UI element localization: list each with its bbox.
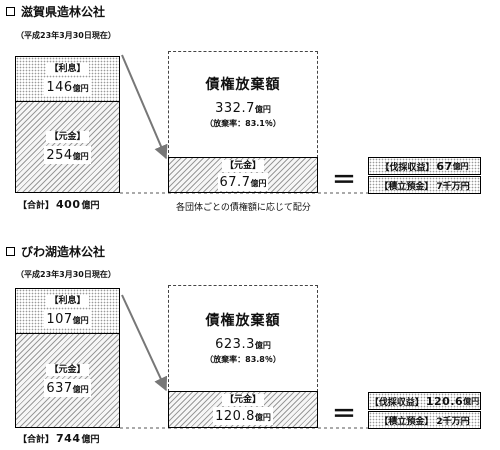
section-1-interest-block: 【利息】 146億円: [15, 56, 120, 102]
principal-value: 254: [46, 147, 73, 163]
waiver-unit: 億円: [254, 341, 271, 350]
square-bullet-icon: [6, 7, 15, 16]
total-unit: 億円: [81, 435, 100, 445]
section-1-date-note: （平成23年3月30日現在）: [16, 31, 116, 40]
section-1-title-text: 滋賀県造林公社: [21, 5, 106, 19]
section-2-reserve-deposit: 【積立預金】2千万円: [368, 411, 481, 429]
square-bullet-icon: [6, 247, 15, 256]
waiver-title: 債権放棄額: [205, 313, 281, 329]
harvest-value: 67: [436, 159, 453, 173]
total-label: 【合計】: [18, 201, 55, 211]
section-1-principal-block: 【元金】 254億円: [15, 101, 120, 193]
reserve-value: 2千万円: [436, 416, 470, 427]
harvest-unit: 億円: [452, 161, 469, 171]
waiver-rate: （放棄率：83.1％）: [205, 119, 281, 128]
section-2-equals-sign: ＝: [332, 400, 356, 428]
total-label: 【合計】: [18, 435, 55, 445]
waiver-value: 332.7: [215, 101, 255, 116]
remaining-label: 【元金】: [221, 159, 264, 172]
interest-label: 【利息】: [46, 294, 89, 307]
arrow-1: [121, 54, 168, 160]
total-value: 744: [56, 432, 81, 445]
harvest-value: 120.6: [425, 394, 464, 408]
principal-unit: 億円: [72, 151, 89, 161]
remaining-label: 【元金】: [221, 394, 264, 406]
remaining-value: 120.8: [215, 409, 255, 424]
remaining-amount: 120.8億円: [213, 407, 273, 425]
section-1-remaining-block: 【元金】 67.7億円: [168, 157, 318, 193]
principal-amount: 254億円: [44, 145, 91, 164]
section-2-title: びわ湖造林公社: [6, 243, 105, 260]
interest-label: 【利息】: [46, 62, 89, 75]
waiver-unit: 億円: [254, 105, 271, 114]
section-1-title: 滋賀県造林公社: [6, 3, 105, 20]
reserve-value: 7千万円: [436, 181, 470, 192]
waiver-title: 債権放棄額: [205, 77, 281, 93]
total-value: 400: [56, 198, 81, 211]
waiver-value: 623.3: [215, 337, 255, 352]
interest-value: 107: [46, 311, 73, 327]
harvest-label: 【伐採収益】: [380, 162, 435, 173]
section-2-principal-block: 【元金】 637億円: [15, 333, 120, 428]
interest-unit: 億円: [72, 83, 89, 93]
interest-value: 146: [46, 79, 73, 95]
section-2-waiver-box: 債権放棄額 623.3億円 （放棄率：83.8％）: [168, 285, 318, 392]
arrow-2: [121, 294, 168, 392]
section-2-remaining-block: 【元金】 120.8億円: [168, 391, 318, 428]
section-2-date-note: （平成23年3月30日現在）: [16, 270, 116, 279]
reserve-label: 【積立預金】: [379, 416, 434, 427]
principal-amount: 637億円: [44, 379, 91, 397]
remaining-value: 67.7: [219, 174, 251, 190]
principal-label: 【元金】: [46, 364, 89, 376]
remaining-unit: 億円: [254, 413, 271, 422]
section-2-title-text: びわ湖造林公社: [21, 245, 106, 259]
reserve-label: 【積立預金】: [379, 181, 434, 192]
waiver-rate: （放棄率：83.8％）: [205, 355, 281, 364]
principal-label: 【元金】: [46, 130, 89, 143]
interest-unit: 億円: [72, 315, 89, 325]
remaining-unit: 億円: [250, 178, 267, 188]
remaining-amount: 67.7億円: [217, 172, 269, 191]
waiver-amount: 332.7億円: [169, 97, 317, 116]
section-1-equals-sign: ＝: [332, 166, 356, 194]
section-2-interest-block: 【利息】 107億円: [15, 288, 120, 334]
interest-amount: 107億円: [44, 309, 91, 328]
distribution-note: 各団体ごとの債権額に応じて配分: [176, 203, 311, 213]
principal-unit: 億円: [72, 385, 89, 394]
harvest-unit: 億円: [463, 396, 480, 406]
total-unit: 億円: [81, 201, 100, 211]
harvest-label: 【伐採収益】: [369, 397, 424, 408]
section-1-waiver-box: 債権放棄額 332.7億円 （放棄率：83.1％）: [168, 51, 318, 158]
interest-amount: 146億円: [44, 77, 91, 96]
waiver-amount: 623.3億円: [169, 333, 317, 352]
principal-value: 637: [46, 381, 73, 396]
section-1-reserve-deposit: 【積立預金】7千万円: [368, 176, 481, 194]
